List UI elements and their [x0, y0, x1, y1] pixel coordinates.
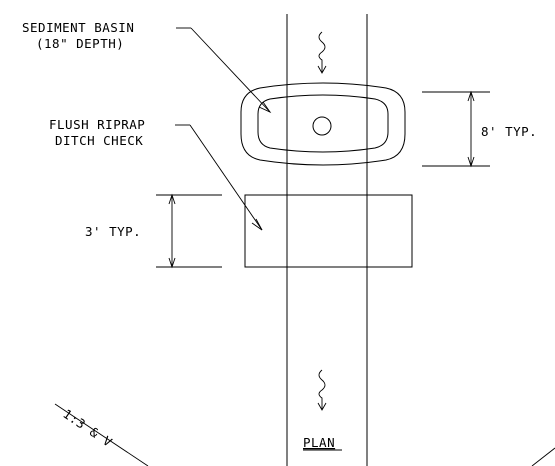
- sediment-basin-label-line1: SEDIMENT BASIN: [22, 20, 134, 35]
- view-title: PLAN: [303, 435, 335, 450]
- sediment-basin-inner: [257, 94, 389, 153]
- riprap-ditch-check: [244, 194, 413, 268]
- riprap-label-line2: DITCH CHECK: [55, 133, 143, 148]
- dimension-3ft: [156, 193, 222, 269]
- leader-riprap: [175, 124, 263, 231]
- flow-arrow-bottom-icon: [317, 369, 327, 411]
- riprap-label-line1: FLUSH RIPRAP: [49, 117, 145, 132]
- sediment-basin-outer: [240, 82, 406, 166]
- flow-arrow-top-icon: [317, 31, 327, 74]
- slope-note: 1:3 & V: [60, 406, 115, 450]
- leader-sediment-basin: [176, 27, 272, 114]
- drain-circle: [312, 116, 332, 136]
- dim-3ft-label: 3' TYP.: [85, 224, 141, 239]
- dim-8ft-label: 8' TYP.: [481, 124, 537, 139]
- sediment-basin-label-line2: (18" DEPTH): [36, 36, 124, 51]
- bottom-right-line: [531, 447, 555, 466]
- slope-note-leader: [54, 403, 149, 466]
- dimension-8ft: [422, 90, 490, 168]
